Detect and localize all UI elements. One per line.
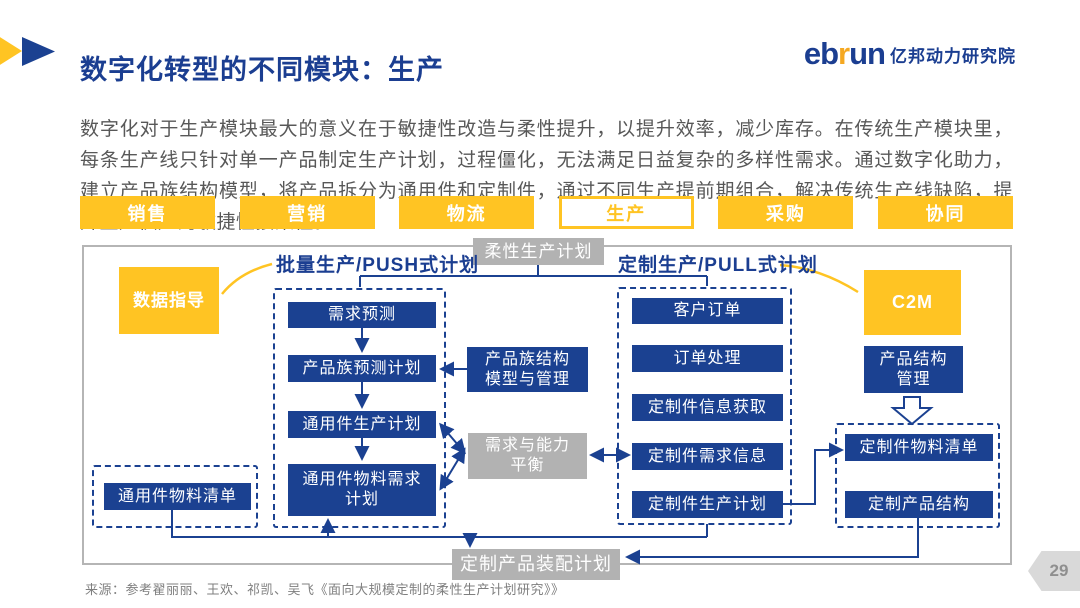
custom-production-plan-node: 定制件生产计划 <box>632 491 783 518</box>
tab-collaboration[interactable]: 协同 <box>877 196 1013 229</box>
source-note: 来源：参考翟丽丽、王欢、祁凯、吴飞《面向大规模定制的柔性生产计划研究》》 <box>85 582 565 597</box>
ebrun-logo-icon: ebrun <box>803 36 886 71</box>
family-forecast-plan-node: 产品族预测计划 <box>288 355 436 382</box>
tab-sales[interactable]: 销售 <box>80 196 215 229</box>
tab-marketing[interactable]: 营销 <box>239 196 375 229</box>
data-guide-node: 数据指导 <box>119 267 219 334</box>
c2m-node: C2M <box>864 270 961 335</box>
title-chevron-blue-icon <box>22 37 55 66</box>
order-processing-node: 订单处理 <box>632 345 783 372</box>
title-chevron-yellow-icon <box>0 32 22 70</box>
customer-order-node: 客户订单 <box>632 298 783 324</box>
tab-logistics[interactable]: 物流 <box>399 196 535 229</box>
tab-procurement[interactable]: 采购 <box>718 196 854 229</box>
generic-bom-node: 通用件物料清单 <box>104 483 251 510</box>
page-number-badge: 29 <box>1028 551 1080 591</box>
custom-structure-node: 定制产品结构 <box>845 491 993 518</box>
push-group-container <box>273 288 446 528</box>
logo-suffix: 亿邦动力研究院 <box>890 46 1016 66</box>
generic-bom-container <box>92 465 258 528</box>
custom-structure-container <box>835 423 1000 528</box>
push-plan-label: 批量生产/PUSH式计划 <box>276 255 480 276</box>
demand-forecast-node: 需求预测 <box>288 302 436 328</box>
demand-balance-node: 需求与能力 平衡 <box>468 433 587 479</box>
product-model-node: 产品族结构 模型与管理 <box>467 347 588 392</box>
custom-demand-node: 定制件需求信息 <box>632 443 783 470</box>
product-structure-node: 产品结构 管理 <box>864 346 963 393</box>
assembly-plan-node: 定制产品装配计划 <box>452 549 620 580</box>
flexible-plan-node: 柔性生产计划 <box>473 238 604 265</box>
pull-group-container <box>617 287 792 525</box>
generic-material-plan-node: 通用件物料需求计划 <box>288 464 436 516</box>
module-tabs: 销售 营销 物流 生产 采购 协同 <box>80 196 1013 229</box>
custom-info-node: 定制件信息获取 <box>632 394 783 421</box>
pull-plan-label: 定制生产/PULL式计划 <box>618 255 818 276</box>
brand-logo: ebrun 亿邦动力研究院 <box>804 36 1016 72</box>
custom-bom-node: 定制件物料清单 <box>845 434 993 461</box>
tab-production[interactable]: 生产 <box>558 196 694 229</box>
generic-production-plan-node: 通用件生产计划 <box>288 411 436 438</box>
page-title: 数字化转型的不同模块：生产 <box>80 55 444 86</box>
